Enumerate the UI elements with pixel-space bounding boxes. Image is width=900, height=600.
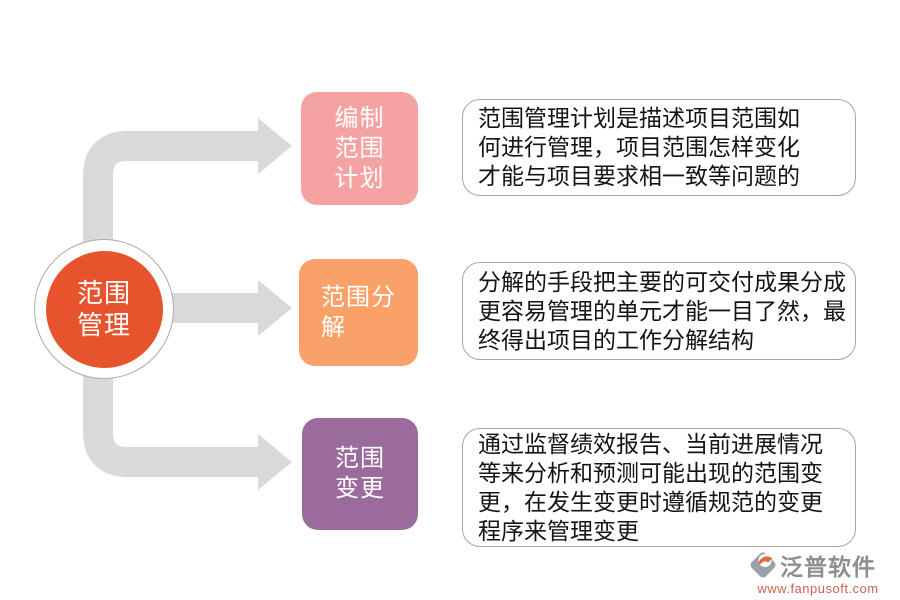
callout-decompose-text: 分解的手段把主要的可交付成果分成 更容易管理的单元才能一目了然，最 终得出项目的… xyxy=(478,269,846,353)
branch-node-plan-label: 编制 范围 计划 xyxy=(334,104,385,192)
branch-node-plan: 编制 范围 计划 xyxy=(301,92,418,205)
callout-plan-text: 范围管理计划是描述项目范围如 何进行管理，项目范围怎样变化 才能与项目要求相一致… xyxy=(478,106,800,189)
branch-node-decompose-label: 范围分 解 xyxy=(321,283,396,341)
connector-top-elbow xyxy=(83,131,259,310)
fanpu-logo-icon xyxy=(750,552,776,578)
arrowhead-middle-icon xyxy=(258,280,292,336)
arrowhead-top-icon xyxy=(258,118,292,174)
watermark-brand-row: 泛普软件 xyxy=(748,548,888,582)
callout-change-text: 通过监督绩效报告、当前进展情况 等来分析和预测可能出现的范围变 更，在发生变更时… xyxy=(478,431,823,544)
branch-node-change: 范围 变更 xyxy=(302,418,418,530)
watermark: 泛普软件 www.fanpusoft.com xyxy=(748,548,888,596)
hub-node: 范围 管理 xyxy=(34,239,174,379)
hub-circle: 范围 管理 xyxy=(45,250,163,368)
callout-change: 通过监督绩效报告、当前进展情况 等来分析和预测可能出现的范围变 更，在发生变更时… xyxy=(462,428,856,547)
hub-label: 范围 管理 xyxy=(76,278,131,340)
connector-bottom-elbow xyxy=(83,310,259,477)
watermark-url: www.fanpusoft.com xyxy=(757,581,879,596)
branch-node-decompose: 范围分 解 xyxy=(299,259,418,366)
watermark-brand-text: 泛普软件 xyxy=(780,554,876,580)
arrowhead-bottom-icon xyxy=(258,434,292,490)
branch-node-change-label: 范围 变更 xyxy=(335,445,385,502)
callout-decompose: 分解的手段把主要的可交付成果分成 更容易管理的单元才能一目了然，最 终得出项目的… xyxy=(462,262,856,360)
callout-plan: 范围管理计划是描述项目范围如 何进行管理，项目范围怎样变化 才能与项目要求相一致… xyxy=(462,99,856,196)
